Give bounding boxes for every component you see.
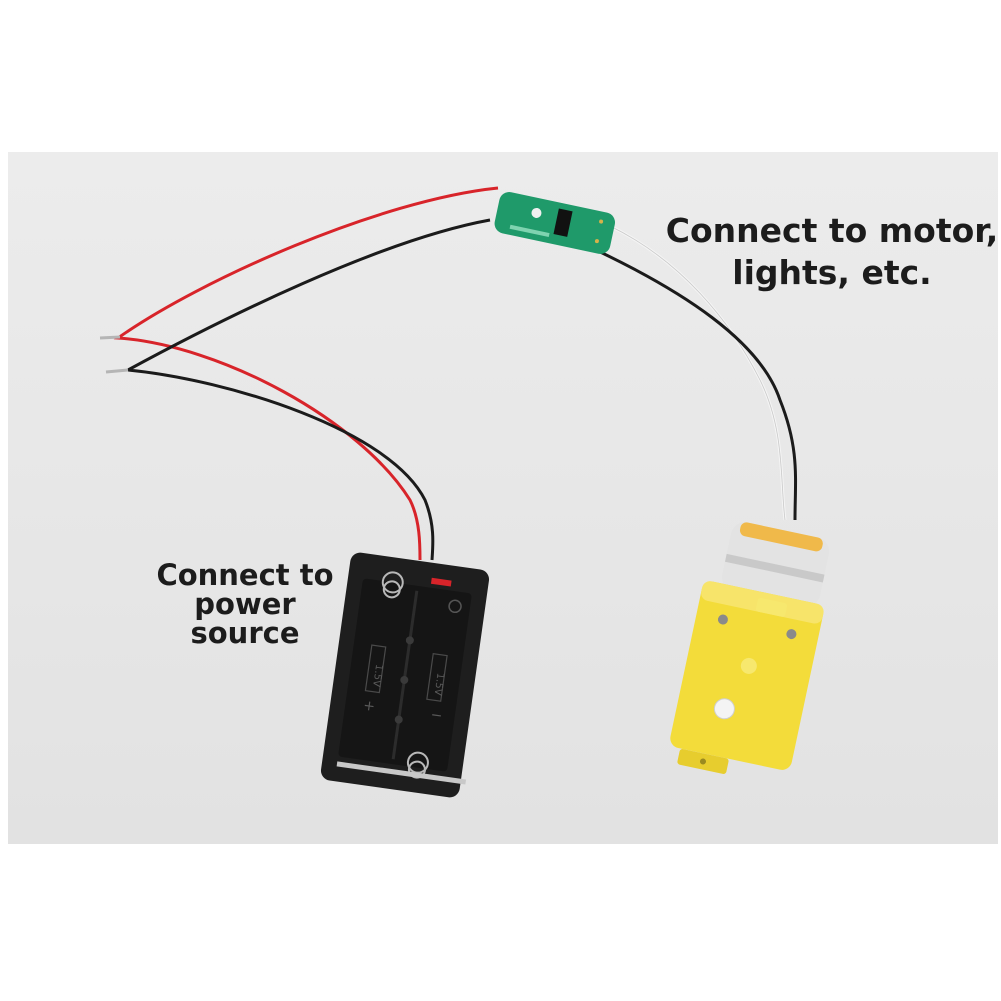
motor-annotation-line-1: Connect to motor, [665,211,999,250]
plus-marking: + [362,698,376,715]
input-wires [99,186,499,561]
output-wires [595,224,798,521]
gear-motor [670,522,830,774]
chip-icon [553,208,573,237]
pcb-led-icon [531,207,542,218]
gearbox [670,581,824,770]
pcb [494,192,616,254]
control-board [494,192,616,254]
power-annotation-line-3: source [190,616,300,650]
black-wire-to-battery [122,218,491,561]
cell-marking-left: 1.5V [370,663,384,687]
minus-marking: − [430,707,444,724]
power-annotation: Connect to power source [140,561,350,648]
black-wire-to-motor [595,248,798,521]
power-annotation-line-1: Connect to [156,558,334,592]
cell-marking-right: 1.5V [432,672,446,696]
motor-annotation: Connect to motor, lights, etc. [662,210,1001,294]
black-wire-loose-end [105,368,129,374]
product-photo [8,152,998,844]
power-annotation-line-2: power [194,587,296,621]
shaft-icon [713,698,735,720]
red-wire-loose-end [99,335,121,340]
motor-annotation-line-2: lights, etc. [732,253,932,292]
screw-icon [717,614,728,625]
white-wire-outline [609,225,786,521]
red-wire-to-battery [113,186,499,561]
battery-holder: 1.5V 1.5V + − [320,552,490,798]
screw-icon [786,629,797,640]
battery-terminal-strip [336,761,467,785]
